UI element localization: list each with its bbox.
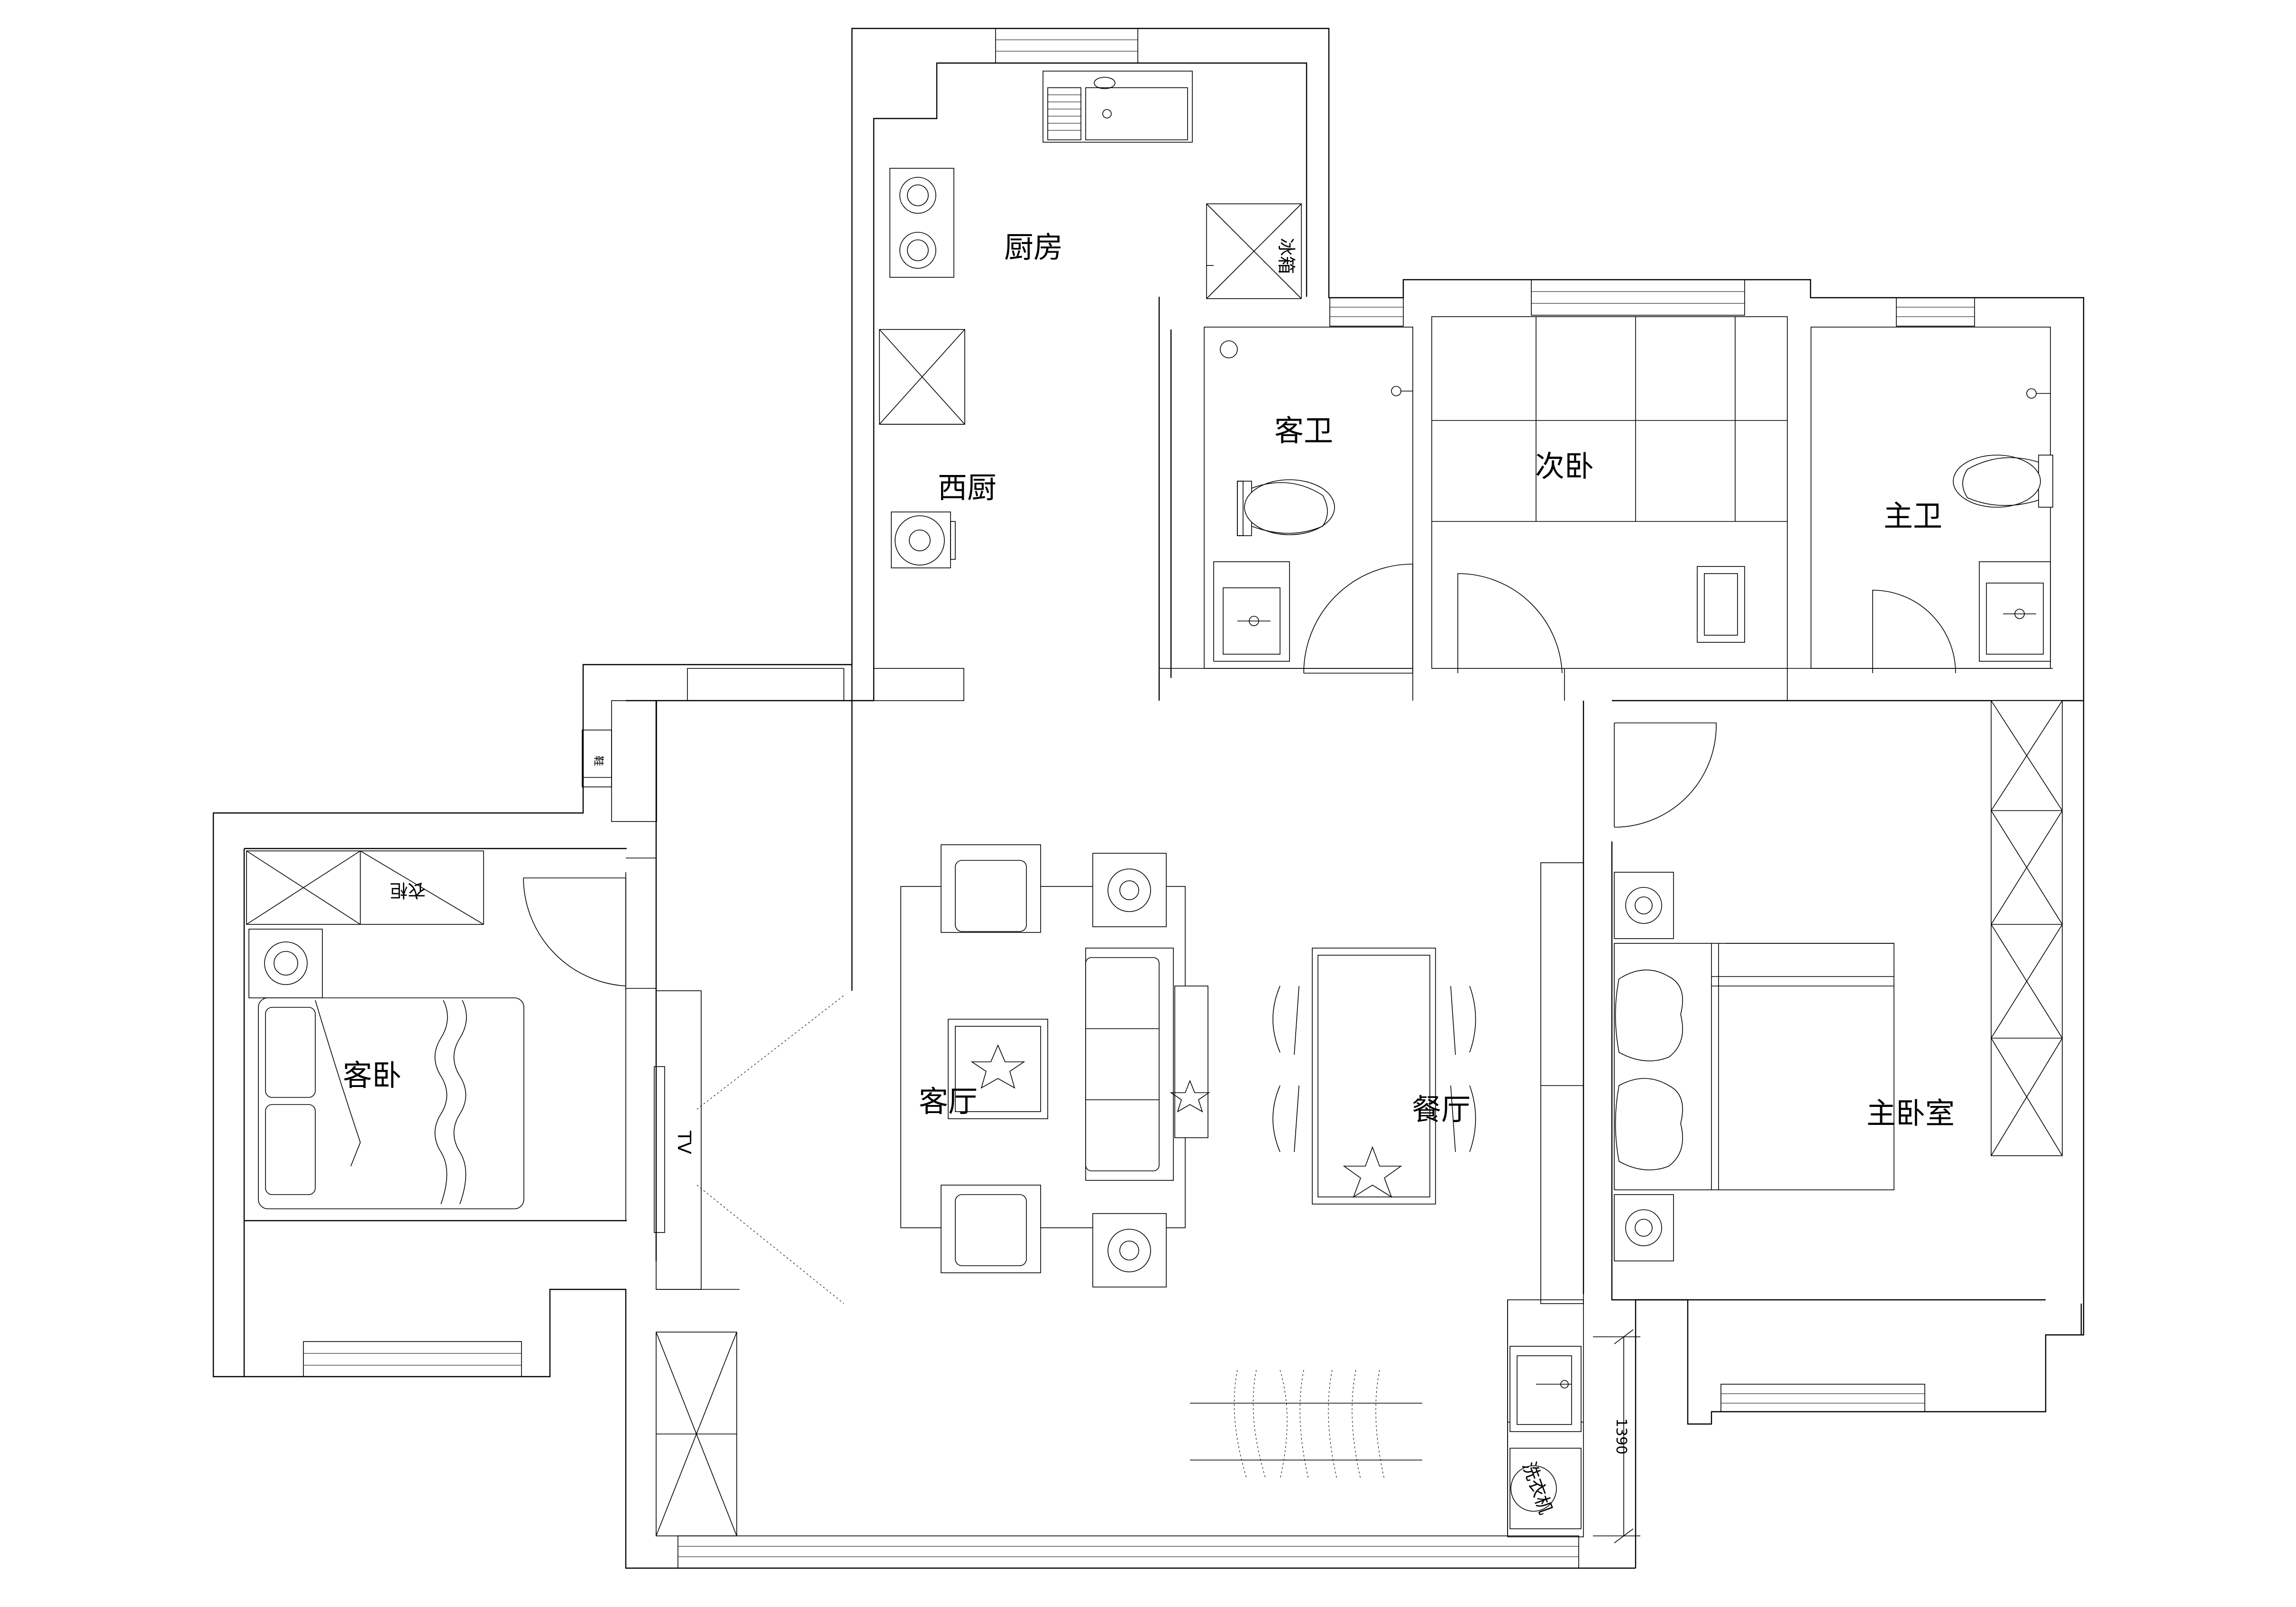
guest-bath-fixtures <box>1213 340 1413 662</box>
second-bedroom-fixtures <box>1697 566 1745 643</box>
kitchen-fixtures: 冰箱 <box>879 71 1302 568</box>
room-guest-bedroom-label: 客卧 <box>343 1058 402 1093</box>
dimension-value: 1390 <box>1613 1418 1629 1454</box>
room-labels: 厨房 西厨 客卫 次卧 主卫 客卧 客厅 餐厅 主卧室 <box>343 230 1955 1131</box>
wardrobe-label: 衣柜 <box>390 880 426 901</box>
partitions <box>582 316 2053 1537</box>
living-room-furniture <box>900 844 1210 1287</box>
room-master-bedroom-label: 主卧室 <box>1866 1096 1955 1131</box>
master-bedroom-furniture <box>1614 700 2063 1261</box>
dining-furniture <box>1272 948 1476 1205</box>
room-second-bedroom-label: 次卧 <box>1535 449 1594 484</box>
entrance-rug <box>1190 1370 1422 1479</box>
small-tag-label: 鞋 <box>592 756 604 766</box>
doors <box>523 564 1956 1304</box>
room-dining-room-label: 餐厅 <box>1412 1092 1471 1127</box>
room-master-bath-label: 主卫 <box>1884 499 1942 533</box>
guest-bedroom-furniture: 衣柜 <box>246 850 524 1209</box>
fridge-label: 冰箱 <box>1276 238 1297 274</box>
room-western-kitchen-label: 西厨 <box>938 470 997 505</box>
room-living-room-label: 客厅 <box>919 1084 978 1119</box>
laundry-area: 洗衣机 鞋 <box>592 756 1582 1529</box>
tv-label: TV <box>674 1130 695 1154</box>
room-guest-bath-label: 客卫 <box>1274 413 1333 448</box>
room-kitchen-label: 厨房 <box>1004 230 1063 265</box>
dimension-line: 1390 <box>1593 1329 1640 1543</box>
windows <box>303 28 1975 1569</box>
master-bath-fixtures <box>1953 388 2053 662</box>
